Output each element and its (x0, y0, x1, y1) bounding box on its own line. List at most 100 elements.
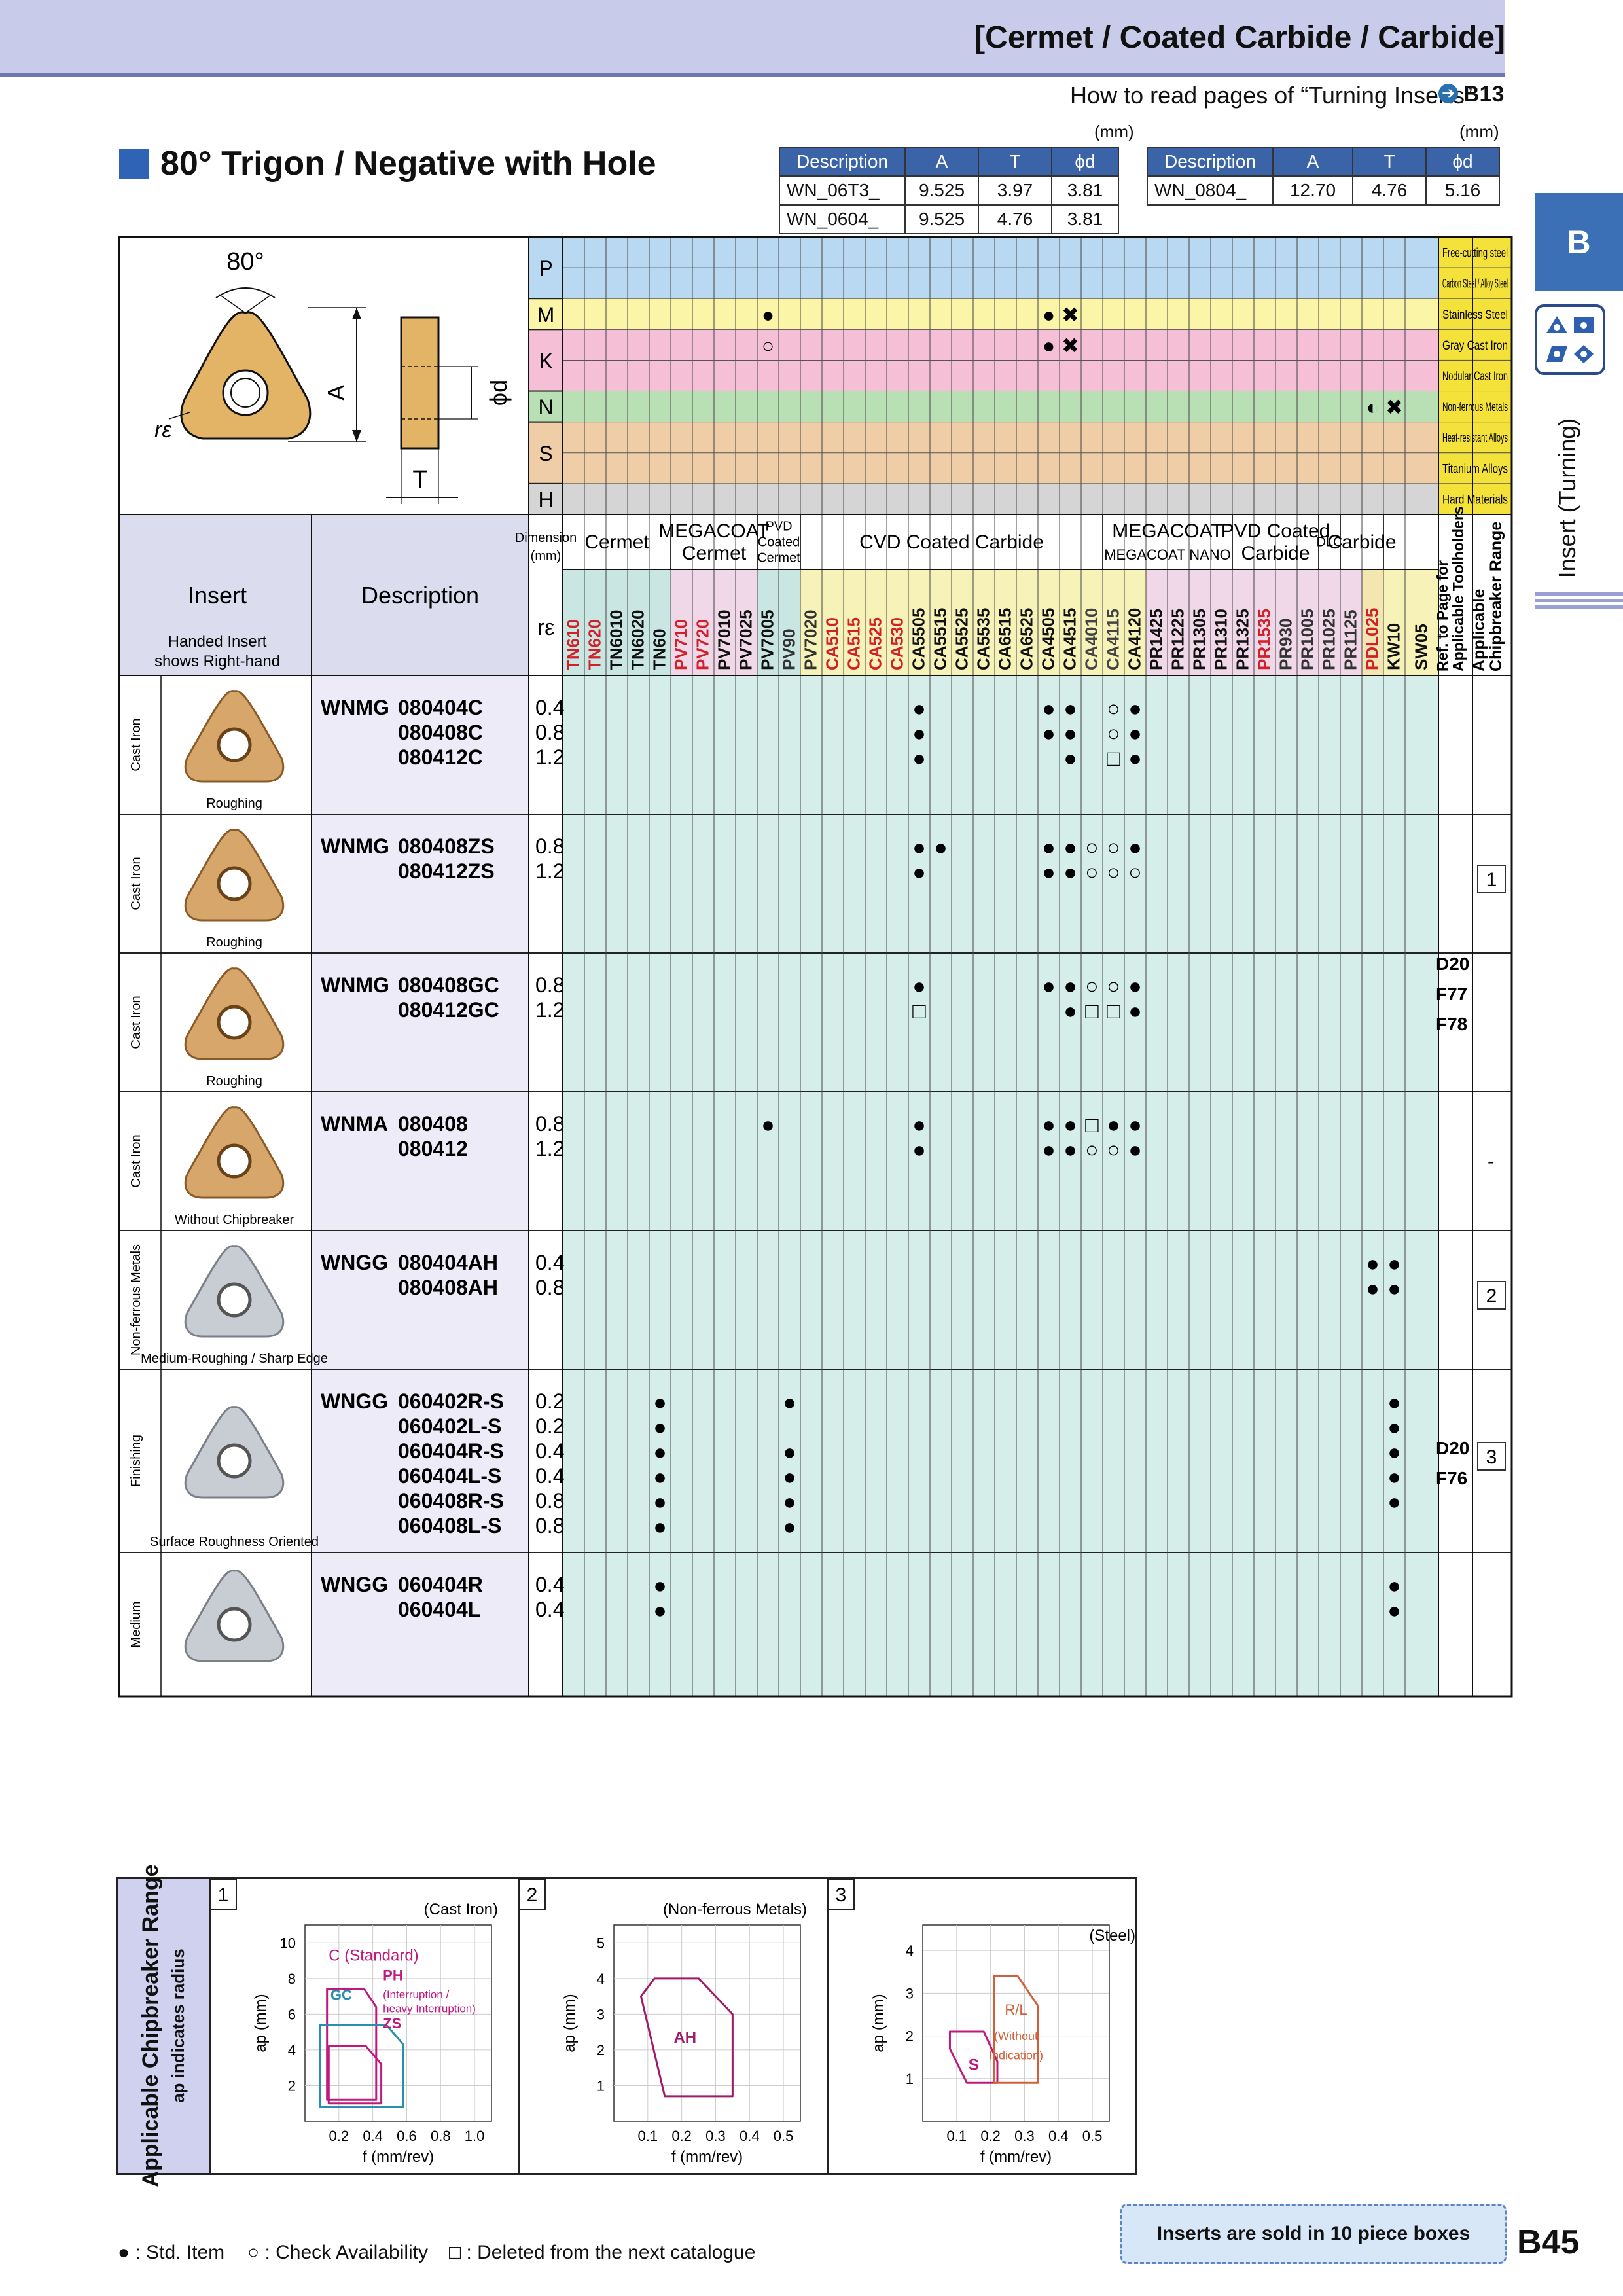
insert-category: Finishing (129, 1435, 143, 1487)
legend-ytick: 2 (597, 2042, 605, 2058)
insert-side-view (400, 316, 440, 450)
legend-xtick: 0.2 (671, 2128, 692, 2144)
grade-column-bg (1340, 675, 1362, 1696)
grade-name: PR1325 (1233, 609, 1253, 670)
availability-mark: ● (783, 1490, 796, 1515)
insert-code: 060402R-S (398, 1390, 504, 1413)
howto-page-link[interactable]: B13 (1463, 82, 1505, 107)
header-rule (0, 73, 1505, 77)
grade-column-bg (865, 675, 887, 1696)
dim-cell: WN_0604_ (779, 204, 906, 234)
grade-header-cell (886, 569, 909, 676)
availability-mark: □ (1085, 999, 1099, 1024)
insert-photo (184, 967, 285, 1060)
material-band (563, 391, 1438, 422)
availability-mark: ● (1387, 1276, 1401, 1301)
availability-mark: ● (783, 1515, 796, 1539)
material-label-cell (1438, 483, 1512, 515)
availability-mark: ○ (1085, 974, 1099, 999)
corner-radius-value: 0.4 (535, 1439, 564, 1463)
material-label: Heat-resistant Alloys (1442, 431, 1508, 445)
legend-xlabel: f (mm/rev) (363, 2148, 434, 2166)
page-number: B45 (1517, 2223, 1580, 2261)
grade-column-bg (1124, 675, 1146, 1696)
availability-mark: ● (1128, 1113, 1142, 1138)
grade-column-bg (714, 675, 736, 1696)
availability-mark: ● (1063, 1138, 1077, 1162)
dim-header: Description (1147, 147, 1274, 177)
availability-mark: ● (1063, 999, 1077, 1024)
dim-cell: 5.16 (1425, 175, 1500, 206)
legend-std-item: ● : Std. Item (118, 2242, 225, 2263)
grade-header-cell (821, 569, 844, 676)
material-label-cell (1438, 236, 1512, 268)
legend-plot-area (922, 1924, 1110, 2122)
grade-group-label: PVD (765, 520, 792, 534)
legend-xtick: 0.5 (1082, 2128, 1103, 2144)
unit-label-left: (mm) (1094, 122, 1134, 141)
grade-header-cell (1232, 569, 1255, 676)
availability-mark: ● (912, 860, 926, 885)
unit-label-right: (mm) (1459, 122, 1499, 141)
availability-mark: ● (653, 1490, 667, 1515)
section-tab-b[interactable]: B (1535, 193, 1623, 291)
grade-name: CA530 (887, 617, 907, 670)
region-label: R/L (1005, 2001, 1027, 2018)
insert-code: 060404R-S (398, 1439, 504, 1463)
material-label: Stainless Steel (1442, 308, 1508, 322)
material-label: Nodular Cast Iron (1442, 370, 1508, 384)
availability-mark: ● (1366, 1276, 1380, 1301)
availability-mark: ● (1042, 1138, 1056, 1162)
dimension-a-label: A (323, 385, 349, 401)
insert-code: 080408C (398, 721, 483, 744)
corner-radius-label: rε (154, 418, 172, 442)
availability-mark: ● (1128, 1138, 1142, 1162)
grade-header-cell (1404, 569, 1439, 676)
grade-column-bg (1275, 675, 1297, 1696)
dim-header: A (1272, 147, 1353, 177)
dim-header: T (1352, 147, 1427, 177)
material-label-cell (1438, 452, 1512, 484)
grade-name: PR930 (1276, 619, 1296, 671)
grade-column-bg (779, 675, 800, 1696)
chipbreaker-region (639, 1977, 734, 2098)
insert-category: Non-ferrous Metals (129, 1244, 143, 1355)
grade-column-bg (563, 675, 584, 1696)
region-label: C (Standard) (329, 1947, 418, 1965)
grade-column-bg (995, 675, 1016, 1696)
insert-photos (184, 690, 285, 1662)
chipbreaker-range-box (1477, 865, 1506, 893)
material-label: Hard Materials (1442, 493, 1508, 507)
availability-mark: ● (912, 721, 926, 746)
dim-header: A (904, 147, 979, 177)
grade-column-bg (1146, 675, 1168, 1696)
availability-mark: ● (1063, 746, 1077, 771)
insert-caption: Roughing (206, 935, 262, 950)
dim-cell: 9.525 (904, 175, 979, 206)
insert-code: 060404R (398, 1573, 483, 1596)
material-code: S (539, 442, 552, 465)
table-backgrounds (119, 236, 1512, 1696)
corner-radius-value: 1.2 (535, 745, 564, 769)
legend-xtick: 0.3 (1014, 2128, 1035, 2144)
grade-name: CA4010 (1082, 608, 1101, 670)
material-code: N (538, 395, 553, 419)
dim-header: ϕd (1051, 147, 1119, 177)
availability-mark: ● (653, 1598, 667, 1623)
angle-label: 80° (226, 248, 264, 276)
grade-name: TN6020 (628, 610, 648, 671)
availability-mark: ● (1063, 835, 1077, 860)
grade-column-bg (1362, 675, 1383, 1696)
legend-ylabel: ap (mm) (252, 1994, 270, 2052)
grade-name: CA5535 (974, 608, 993, 670)
insert-header: Insert (188, 582, 247, 609)
material-band (563, 483, 1438, 514)
chipbreaker-region (993, 1975, 1039, 2084)
grade-name: CA4505 (1039, 608, 1058, 670)
material-label: Free-cutting steel (1442, 247, 1508, 260)
legend-panel-title: (Cast Iron) (424, 1901, 498, 1918)
ref-header: Applicable Toolholders (1450, 506, 1467, 672)
grade-column-bg (1081, 675, 1103, 1696)
grade-name: PR1025 (1319, 609, 1339, 670)
legend-ytick: 10 (280, 1935, 296, 1951)
